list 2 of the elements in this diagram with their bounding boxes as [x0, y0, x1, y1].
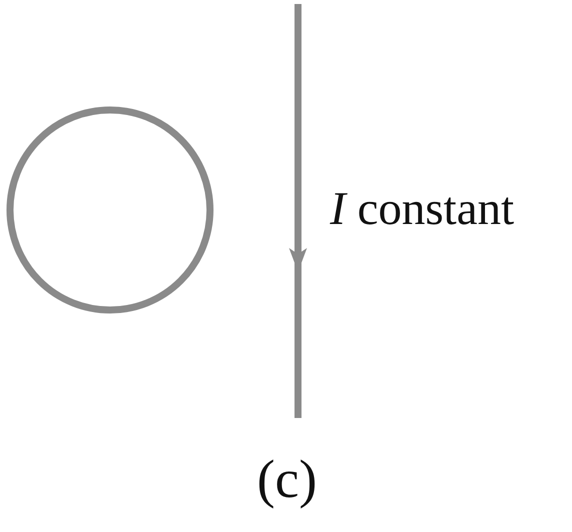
current-label: I constant [330, 182, 514, 236]
figure-caption: (c) [256, 448, 318, 510]
